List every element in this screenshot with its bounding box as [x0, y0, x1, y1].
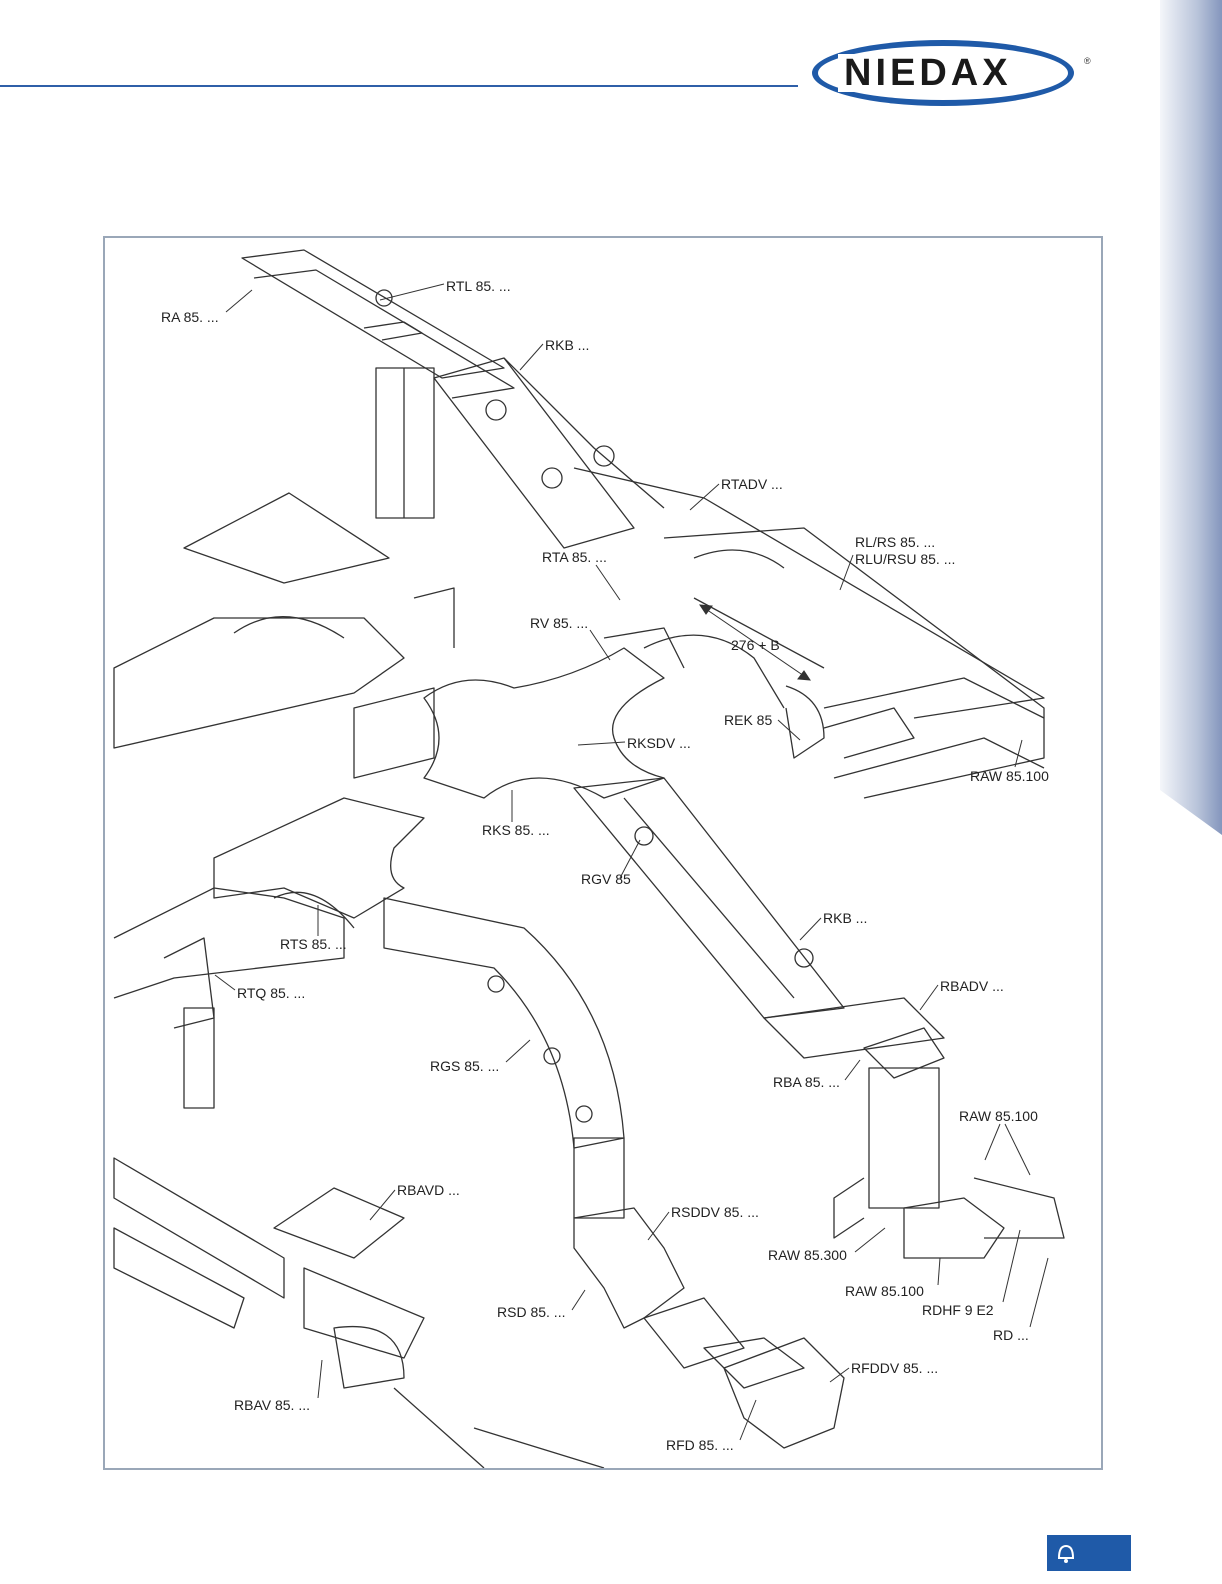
- rgs-bend: [383, 897, 625, 1219]
- label-rtadv: RTADV ...: [721, 476, 783, 492]
- label-rkb-mid: RKB ...: [823, 910, 868, 926]
- label-rta: RTA 85. ...: [542, 549, 607, 565]
- rek-fitting: [785, 685, 915, 759]
- label-rgs: RGS 85. ...: [430, 1058, 500, 1074]
- label-rba: RBA 85. ...: [773, 1074, 840, 1090]
- label-rksdv: RKSDV ...: [627, 735, 691, 751]
- mid-slope: [573, 777, 945, 1059]
- label-rgv: RGV 85: [581, 871, 631, 887]
- logo-text: NIEDAX: [838, 54, 1018, 92]
- top-run: [241, 249, 515, 519]
- label-rdhf: RDHF 9 E2: [922, 1302, 994, 1318]
- label-rek: REK 85: [724, 712, 773, 728]
- cross-fitting: [353, 587, 785, 799]
- footer-badge: [1047, 1535, 1131, 1571]
- registered-mark: ®: [1084, 56, 1091, 66]
- label-raw-mid: RAW 85.100: [959, 1108, 1038, 1124]
- rbav-fittings: [113, 1157, 605, 1468]
- rsd-rfd-run: [573, 1207, 845, 1449]
- label-rtq: RTQ 85. ...: [237, 985, 306, 1001]
- label-rkb-top: RKB ...: [545, 337, 590, 353]
- upper-slope: [433, 357, 665, 549]
- label-rbav: RBAV 85. ...: [234, 1397, 310, 1413]
- label-rfd: RFD 85. ...: [666, 1437, 734, 1453]
- cable-tray-system-drawing: [113, 249, 1065, 1468]
- label-rsd: RSD 85. ...: [497, 1304, 566, 1320]
- label-rl-rs: RL/RS 85. ...: [855, 534, 936, 550]
- label-rsddv: RSDDV 85. ...: [671, 1204, 759, 1220]
- label-rfddv: RFDDV 85. ...: [851, 1360, 939, 1376]
- rbadv-drop: [833, 1027, 1065, 1259]
- label-ra: RA 85. ...: [161, 309, 219, 325]
- side-band: [1160, 0, 1222, 835]
- label-raw-right: RAW 85.100: [970, 768, 1049, 784]
- label-rks: RKS 85. ...: [482, 822, 550, 838]
- niedax-logo: NIEDAX ®: [812, 40, 1102, 110]
- label-rbavd: RBAVD ...: [397, 1182, 460, 1198]
- rtadv-run: [573, 467, 1045, 799]
- label-dimension: 276 + B: [731, 637, 780, 653]
- diagram-frame: [103, 236, 1103, 1470]
- label-rv: RV 85. ...: [530, 615, 589, 631]
- logo-ring: [812, 40, 1074, 106]
- left-cover-run: [113, 492, 405, 749]
- bell-icon: [1057, 1544, 1075, 1563]
- label-rlu-rsu: RLU/RSU 85. ...: [855, 551, 956, 567]
- lower-tee: [113, 797, 425, 1109]
- label-rbadv: RBADV ...: [940, 978, 1004, 994]
- label-raw-low: RAW 85.100: [845, 1283, 924, 1299]
- label-rts: RTS 85. ...: [280, 936, 347, 952]
- header-rule: [0, 85, 798, 87]
- label-rtl: RTL 85. ...: [446, 278, 511, 294]
- label-raw-300: RAW 85.300: [768, 1247, 847, 1263]
- label-rd: RD ...: [993, 1327, 1029, 1343]
